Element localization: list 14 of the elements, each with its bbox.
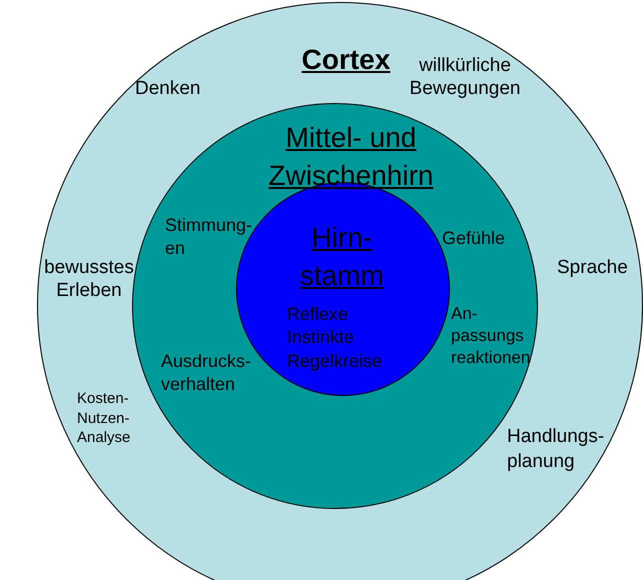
function-label: Ausdrucks- verhalten [161, 350, 252, 396]
function-label: willkürliche Bewegungen [409, 55, 521, 101]
region-title: Cortex [300, 43, 392, 77]
function-label: Sprache [557, 256, 629, 280]
function-label: Handlungs- planung [507, 425, 606, 474]
function-label: Gefühle [442, 227, 506, 250]
function-label: Denken [135, 77, 202, 101]
region-title: Hirn- stamm [299, 221, 385, 293]
region-title: Mittel- und Zwischenhirn [268, 121, 434, 193]
function-label: An- passungs reaktionen [451, 303, 532, 370]
function-label: bewusstes Erleben [43, 257, 135, 303]
function-label: Stimmung- en [165, 214, 254, 260]
function-label: Reflexe Instinkte Regelkreise [287, 303, 384, 373]
function-label: Kosten- Nutzen- Analyse [77, 389, 132, 448]
